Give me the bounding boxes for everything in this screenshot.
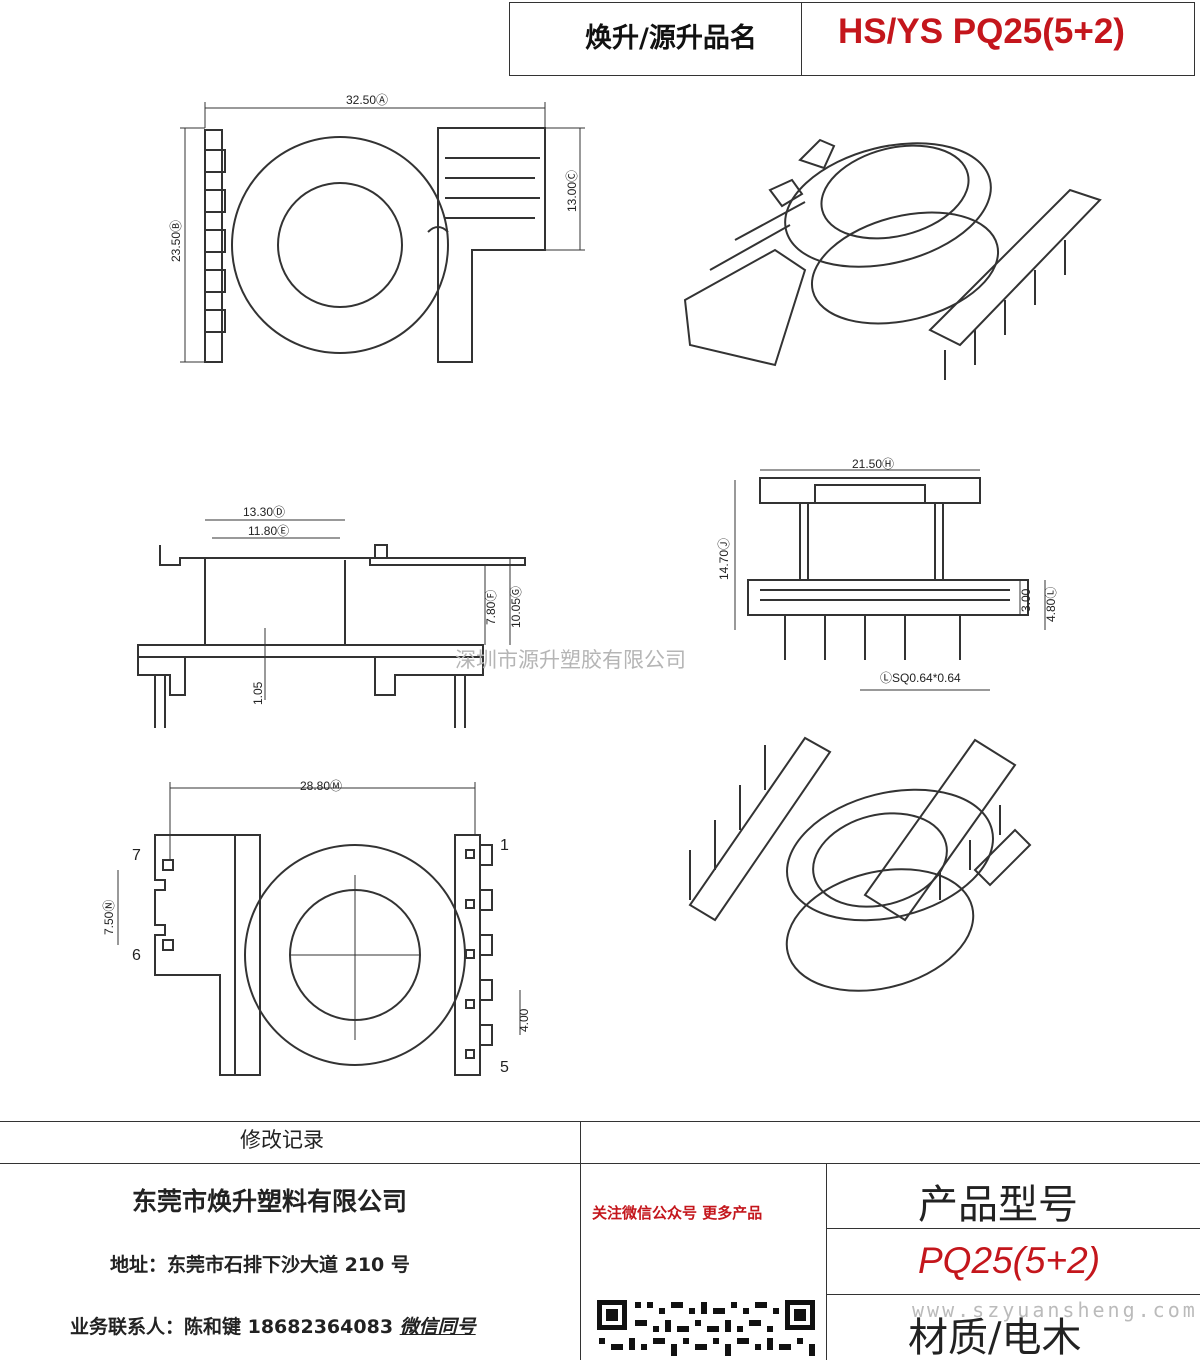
dim-f-label: 7.80Ⓕ xyxy=(484,590,498,625)
side-view xyxy=(734,469,1046,691)
technical-drawing: 32.50Ⓐ 23.50Ⓑ 13.00Ⓒ 13.30Ⓓ 11.80Ⓔ 7.80Ⓕ… xyxy=(102,93,1102,1076)
dim-d-label: 13.30Ⓓ xyxy=(243,505,285,519)
pin-6-label: 6 xyxy=(132,947,141,964)
product-name-label: 焕升/源升品名 xyxy=(585,23,757,54)
dim-g-label: 10.05Ⓖ xyxy=(509,586,523,628)
revision-record-label: 修改记录 xyxy=(240,1128,324,1152)
dim-j-label: 14.70Ⓙ xyxy=(717,538,731,580)
contact-wechat-note: 微信同号 xyxy=(399,1316,476,1338)
top-view xyxy=(180,102,585,363)
dim-h-label: 1.05 xyxy=(251,681,265,705)
dim-i-label: 21.50Ⓗ xyxy=(852,457,894,471)
pin-7-label: 7 xyxy=(132,847,141,864)
company-name: 东莞市焕升塑料有限公司 xyxy=(132,1187,408,1216)
table-row-line-1 xyxy=(826,1228,1200,1229)
dim-c-label: 13.00Ⓒ xyxy=(565,170,579,212)
table-header-line xyxy=(0,1163,1200,1164)
isometric-view-top xyxy=(683,138,1102,380)
material-label: 材质/电木 xyxy=(908,1315,1082,1361)
product-model-title: HS/YS PQ25(5+2) xyxy=(838,12,1125,51)
dim-n-label: 7.50Ⓝ xyxy=(102,900,116,935)
dim-a-label: 32.50Ⓐ xyxy=(346,93,388,107)
dim-o-label: 4.00 xyxy=(517,1008,531,1032)
table-divider-1 xyxy=(580,1121,581,1360)
qr-code-image[interactable] xyxy=(595,1298,820,1360)
isometric-view-bottom xyxy=(688,736,1032,992)
company-contact: 业务联系人：陈和键 18682364083 微信同号 xyxy=(70,1312,476,1339)
table-top-line xyxy=(0,1121,1200,1122)
website-watermark: www.szyuansheng.com xyxy=(912,1298,1198,1322)
dim-e-label: 11.80Ⓔ xyxy=(248,524,289,538)
product-type-value: PQ25(5+2) xyxy=(918,1240,1101,1281)
pin-5-label: 5 xyxy=(500,1059,509,1076)
contact-person: 业务联系人：陈和键 18682364083 xyxy=(70,1316,400,1338)
table-divider-2 xyxy=(826,1163,827,1360)
dim-l-label: 4.80Ⓛ xyxy=(1044,587,1058,622)
header-divider xyxy=(801,2,802,76)
dim-k-label: 3.00 xyxy=(1019,588,1033,612)
dim-b-label: 23.50Ⓑ xyxy=(169,220,183,262)
dim-pin-label: ⓁSQ0.64*0.64 xyxy=(880,671,961,685)
bottom-view xyxy=(117,782,521,1076)
table-row-line-2 xyxy=(826,1294,1200,1295)
product-type-label: 产品型号 xyxy=(918,1182,1078,1228)
header-box xyxy=(509,2,1195,76)
company-address: 地址：东莞市石排下沙大道 210 号 xyxy=(110,1254,410,1276)
front-view xyxy=(137,519,526,728)
pin-1-label: 1 xyxy=(500,837,509,854)
wechat-promo-text: 关注微信公众号 更多产品 xyxy=(592,1204,763,1222)
company-watermark: 深圳市源升塑胶有限公司 xyxy=(455,648,686,672)
dim-m-label: 28.80Ⓜ xyxy=(300,779,342,793)
